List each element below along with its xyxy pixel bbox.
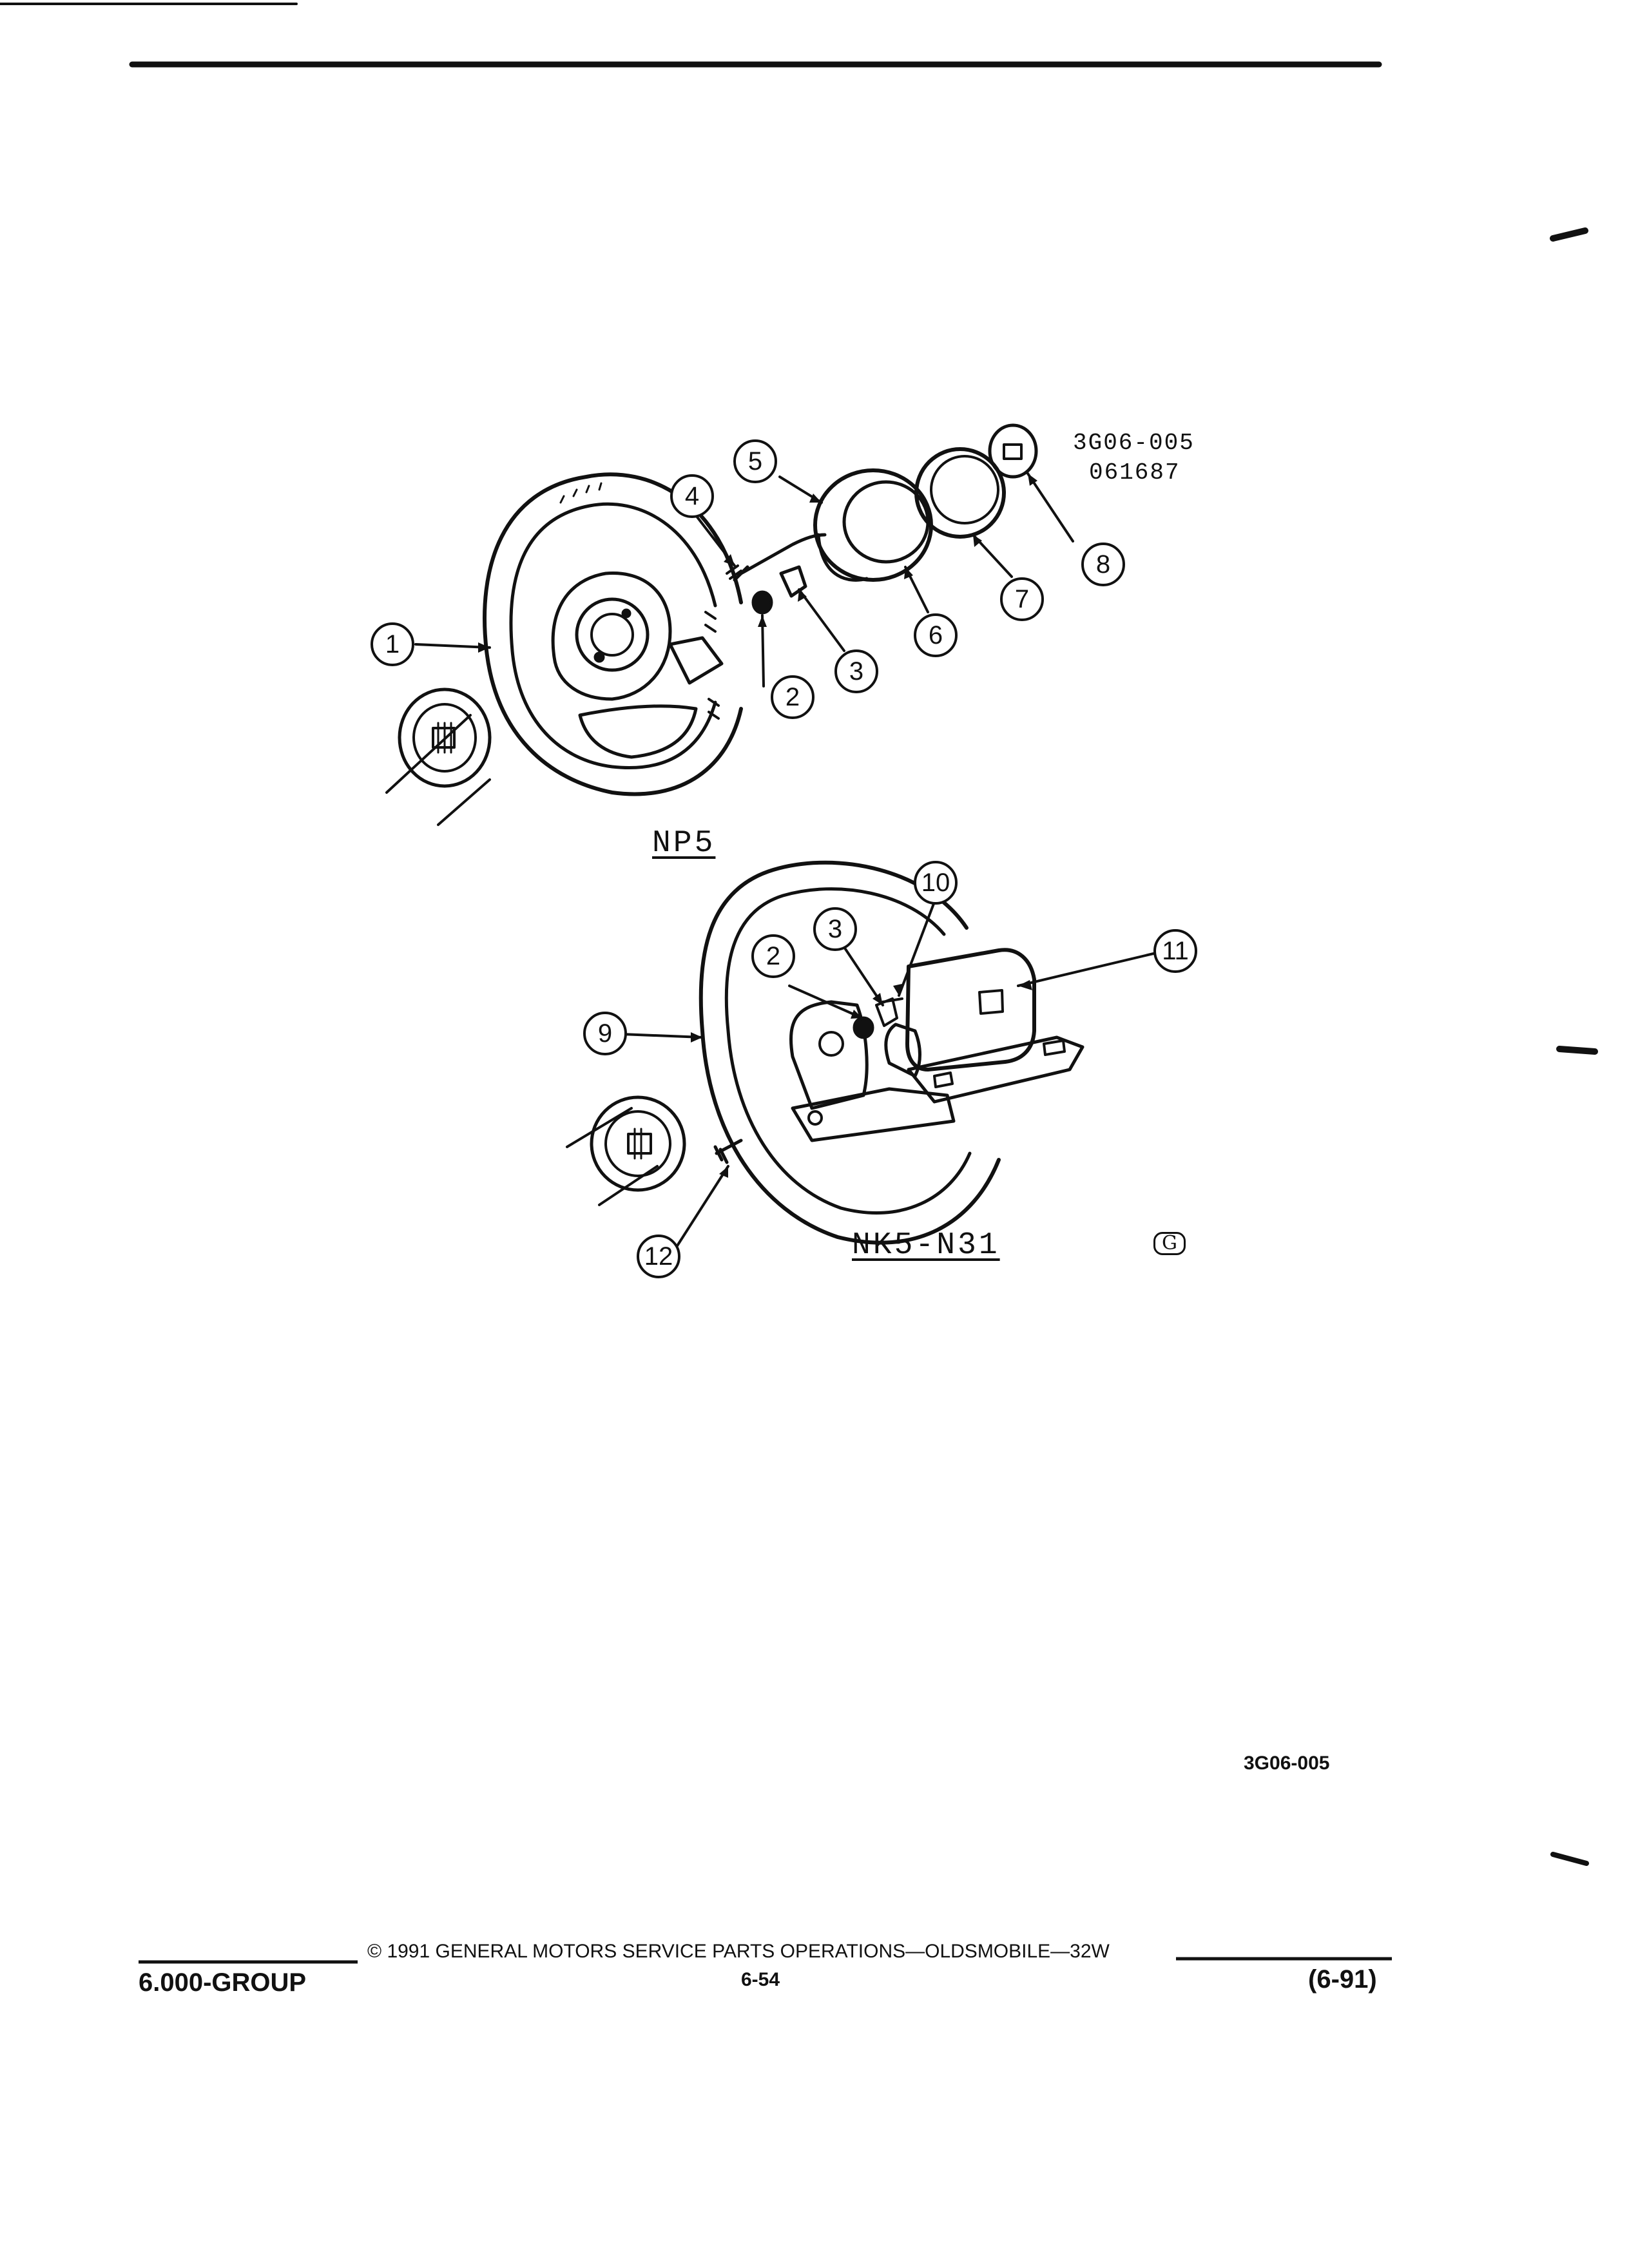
callout-1: 1 xyxy=(371,622,414,666)
callout-7: 7 xyxy=(1000,577,1044,621)
nk5-steering-wheel xyxy=(566,860,1084,1245)
revision-date: (6-91) xyxy=(1308,1965,1377,1994)
date-code: 061687 xyxy=(1089,459,1181,486)
copyright-line: © 1991 GENERAL MOTORS SERVICE PARTS OPER… xyxy=(367,1941,1110,1962)
callout-8: 8 xyxy=(1081,543,1125,586)
callout-4: 4 xyxy=(670,474,714,518)
model-label-np5: NP5 xyxy=(652,826,716,861)
group-label: 6.000-GROUP xyxy=(139,1968,307,1997)
page-number: 6-54 xyxy=(741,1969,780,1990)
callout-10: 10 xyxy=(914,861,958,905)
figure-reference: 3G06-005 xyxy=(1244,1753,1330,1774)
callout-6: 6 xyxy=(914,613,958,657)
margin-mark xyxy=(1550,1852,1589,1866)
np5-steering-wheel xyxy=(385,472,743,826)
gm-logo: G xyxy=(1153,1232,1186,1255)
nk5-leaders xyxy=(621,901,1155,1248)
callout-2: 2 xyxy=(771,675,815,719)
callout-11: 11 xyxy=(1153,929,1197,973)
callout-3-nk5: 3 xyxy=(813,907,857,951)
model-label-nk5: NK5-N31 xyxy=(852,1228,1000,1263)
callout-2-nk5: 2 xyxy=(751,934,795,978)
callout-3: 3 xyxy=(834,649,878,693)
callout-9: 9 xyxy=(583,1012,627,1055)
margin-mark xyxy=(1556,1046,1598,1055)
margin-mark xyxy=(1550,227,1588,242)
callout-12: 12 xyxy=(637,1235,680,1278)
np5-horn-parts xyxy=(726,423,1038,615)
figure-code: 3G06-005 xyxy=(1073,430,1195,456)
callout-5: 5 xyxy=(733,439,777,483)
leader-arrowheads xyxy=(478,474,1037,1178)
